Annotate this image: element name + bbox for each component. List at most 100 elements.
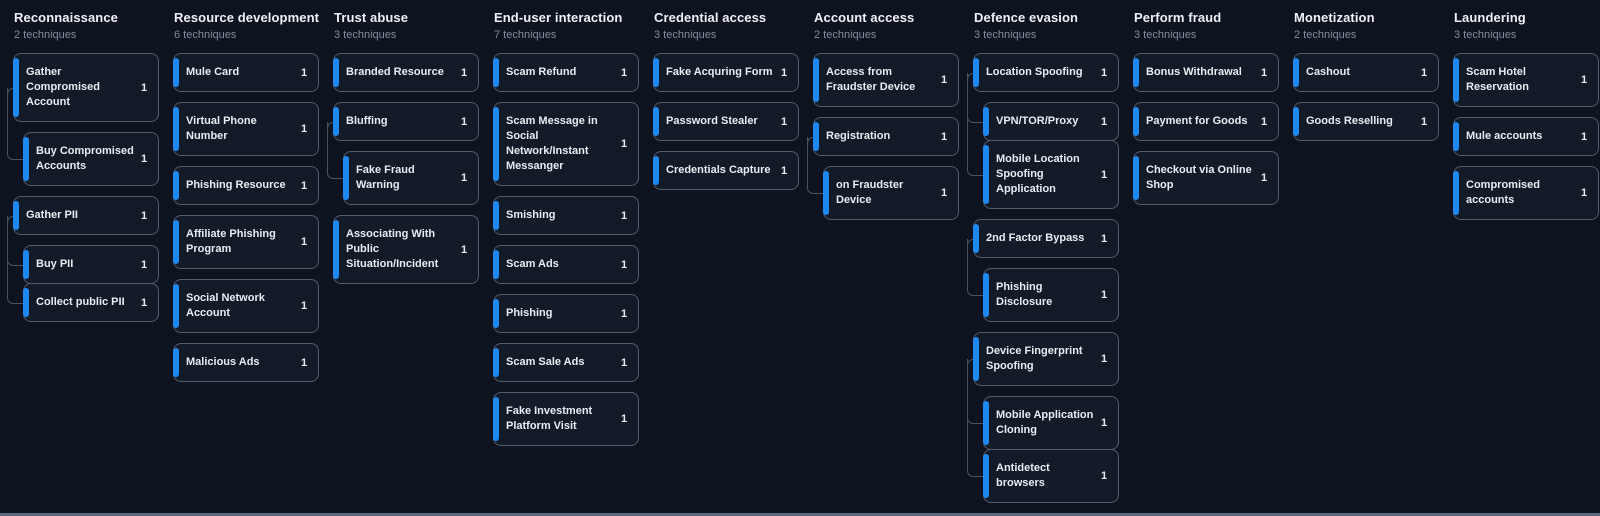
technique-count: 1 [1260, 172, 1268, 184]
accent-bar [1133, 107, 1139, 136]
technique-count: 1 [1100, 470, 1108, 482]
accent-bar [173, 284, 179, 328]
technique-group: Payment for Goods 1 [1133, 102, 1279, 141]
technique-name: Compromised accounts [1466, 179, 1540, 206]
technique-card[interactable]: Branded Resource 1 [333, 53, 479, 92]
technique-name: Payment for Goods [1146, 115, 1248, 127]
subtechnique-card[interactable]: on Fraudster Device 1 [823, 166, 959, 220]
technique-group: Registration 1 on Fraudster Device 1 [807, 117, 959, 220]
technique-name: Phishing [506, 307, 553, 319]
column-subtitle: 3 techniques [654, 29, 717, 41]
accent-bar [1133, 58, 1139, 87]
accent-bar [1293, 107, 1299, 136]
technique-card[interactable]: Payment for Goods 1 [1133, 102, 1279, 141]
technique-count: 1 [620, 307, 628, 320]
accent-bar [333, 58, 339, 87]
technique-count: 1 [940, 187, 948, 199]
technique-count: 1 [780, 66, 788, 79]
technique-card[interactable]: Associating With Public Situation/Incide… [333, 215, 479, 284]
column-subtitle: 2 techniques [814, 29, 877, 41]
technique-name: Registration [826, 130, 891, 142]
accent-bar [983, 454, 989, 498]
technique-name: Scam Hotel Reservation [1466, 66, 1529, 93]
technique-count: 1 [620, 258, 628, 271]
accent-bar [173, 348, 179, 377]
technique-count: 1 [620, 138, 628, 150]
technique-name: VPN/TOR/Proxy [996, 115, 1079, 127]
technique-count: 1 [460, 66, 468, 79]
accent-bar [173, 171, 179, 200]
technique-card[interactable]: Compromised accounts 1 [1453, 166, 1599, 220]
technique-count: 1 [940, 130, 948, 143]
accent-bar [973, 224, 979, 253]
technique-name: Branded Resource [346, 66, 444, 78]
column-subtitle: 2 techniques [1294, 29, 1357, 41]
technique-count: 1 [1580, 187, 1588, 199]
column-title: End-user interaction [494, 10, 623, 25]
technique-card[interactable]: Registration 1 [813, 117, 959, 156]
accent-bar [343, 156, 349, 200]
technique-group: Compromised accounts 1 [1453, 166, 1599, 220]
horizontal-scrollbar[interactable] [0, 513, 1600, 516]
technique-count: 1 [1260, 115, 1268, 128]
technique-name: Malicious Ads [186, 356, 260, 368]
technique-card[interactable]: Phishing 1 [493, 294, 639, 333]
technique-name: Collect public PII [36, 296, 125, 308]
technique-card[interactable]: Scam Message in Social Network/Instant M… [493, 102, 639, 186]
technique-name: on Fraudster Device [836, 179, 904, 206]
